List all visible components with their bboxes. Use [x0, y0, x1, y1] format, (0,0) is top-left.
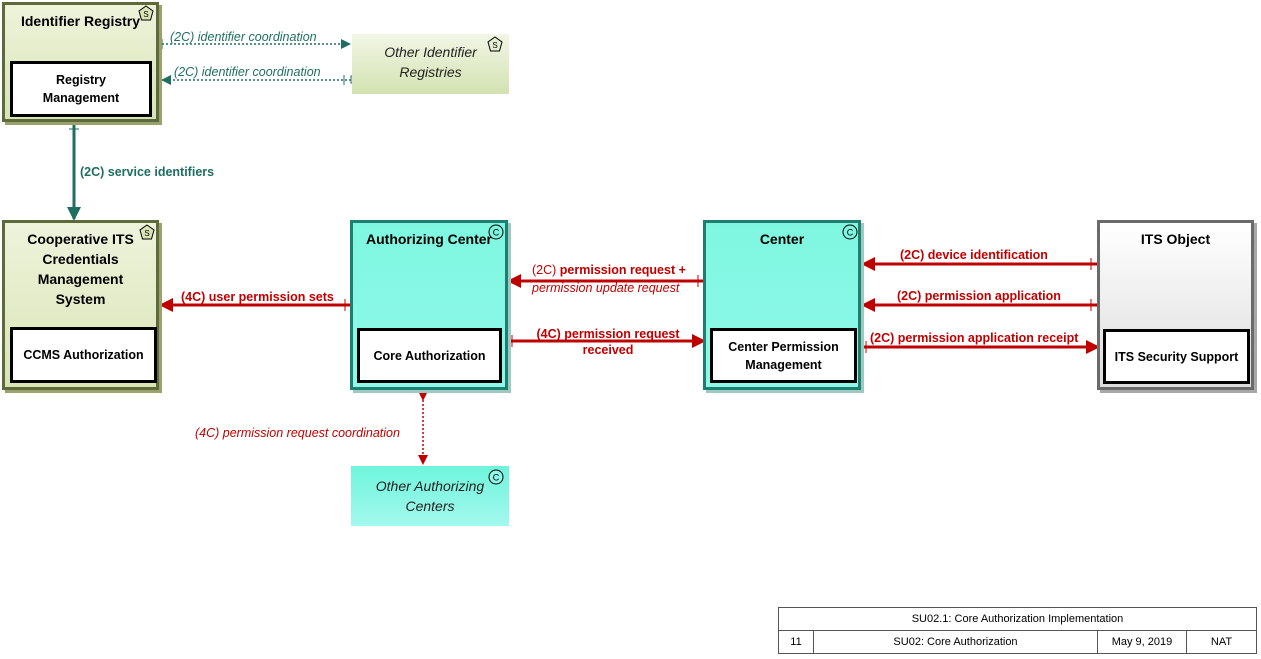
subsystem-badge-icon: S [139, 224, 155, 240]
flow-label-permission-application-receipt: (2C) permission application receipt [870, 331, 1079, 345]
flow-label-identifier-coordination-in: (2C) identifier coordination [174, 65, 321, 79]
center-badge-icon: C [488, 224, 504, 240]
svg-text:C: C [493, 473, 500, 483]
identifier-registry-subsystem[interactable]: Identifier Registry Registry Management [2, 2, 159, 122]
flow-label-service-identifiers: (2C) service identifiers [80, 165, 215, 179]
ccms-title: Cooperative ITS Credentials Management S… [27, 231, 134, 307]
flow-label-main: permission request + [559, 263, 686, 277]
flow-label-user-permission-sets: (4C) user permission sets [181, 290, 334, 304]
other-identifier-registries-external[interactable]: Other Identifier Registries [352, 34, 509, 94]
center-badge-icon: C [488, 469, 504, 485]
flow-label-permission-application: (2C) permission application [897, 289, 1061, 303]
flow-label-permission-request-update: (2C) permission request + [532, 262, 686, 278]
ccms-authorization-function[interactable]: CCMS Authorization [10, 327, 157, 383]
svg-text:C: C [847, 228, 854, 238]
center-title: Center [759, 231, 805, 247]
core-authorization-function[interactable]: Core Authorization [357, 328, 502, 383]
subsystem-badge-icon: S [487, 36, 503, 52]
other-identifier-registries-title: Other Identifier Registries [384, 44, 477, 80]
identifier-registry-title: Identifier Registry [20, 13, 141, 29]
flow-label-prefix: (2C) [532, 263, 557, 277]
its-object-title: ITS Object [1140, 231, 1211, 247]
flow-label-device-identification: (2C) device identification [900, 248, 1048, 262]
flow-label-permission-request-received: (4C) permission request received [533, 326, 683, 358]
title-block-org: NAT [1186, 630, 1257, 654]
ccms-subsystem[interactable]: Cooperative ITS Credentials Management S… [2, 220, 159, 390]
flow-label-permission-update-request: permission update request [532, 281, 680, 295]
title-block-page: 11 [778, 630, 814, 654]
its-object-subsystem[interactable]: ITS Object ITS Security Support [1097, 220, 1254, 390]
other-authorizing-centers-external[interactable]: Other Authorizing Centers [351, 466, 509, 526]
flow-label-line2: received [582, 343, 634, 357]
svg-text:S: S [144, 229, 149, 238]
other-authorizing-centers-title: Other Authorizing Centers [375, 478, 485, 514]
svg-text:S: S [143, 10, 148, 19]
svg-text:S: S [492, 41, 497, 50]
svg-text:C: C [493, 228, 500, 238]
its-security-support-function[interactable]: ITS Security Support [1103, 329, 1250, 384]
title-block: SU02.1: Core Authorization Implementatio… [778, 607, 1257, 654]
center-center[interactable]: Center Center Permission Management [703, 220, 861, 390]
flow-label-identifier-coordination-out: (2C) identifier coordination [170, 30, 317, 44]
title-block-title: SU02.1: Core Authorization Implementatio… [778, 607, 1257, 631]
registry-management-function[interactable]: Registry Management [10, 61, 152, 117]
authorizing-center-center[interactable]: Authorizing Center Core Authorization [350, 220, 508, 390]
center-permission-management-function[interactable]: Center Permission Management [710, 328, 857, 383]
flow-label-permission-request-coordination: (4C) permission request coordination [195, 426, 400, 440]
subsystem-badge-icon: S [138, 5, 154, 21]
flow-label-line1: (4C) permission request [536, 327, 680, 341]
title-block-subtitle: SU02: Core Authorization [813, 630, 1098, 654]
center-badge-icon: C [842, 224, 858, 240]
authorizing-center-title: Authorizing Center [366, 231, 492, 247]
title-block-date: May 9, 2019 [1097, 630, 1187, 654]
